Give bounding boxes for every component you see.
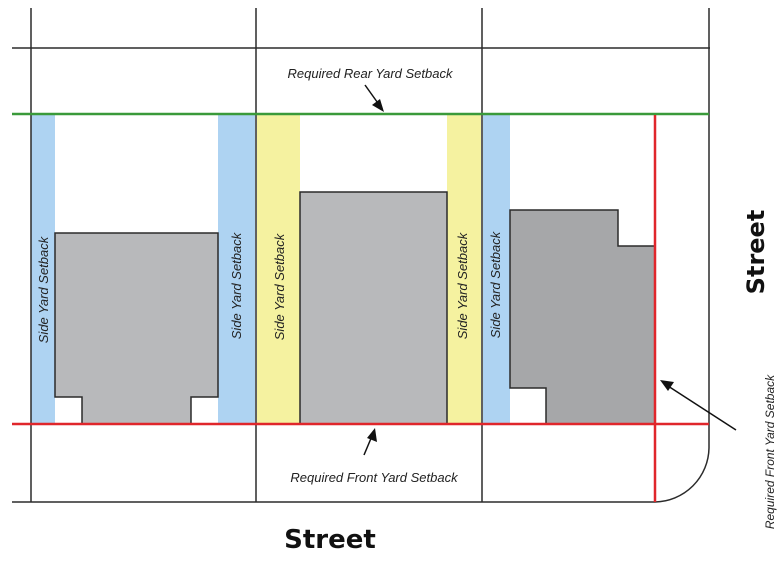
lot-lines: [12, 8, 710, 503]
building-lot2: [299, 191, 448, 425]
side-setback-label-3: Side Yard Setback: [272, 232, 287, 340]
street-label-right: Street: [742, 210, 770, 295]
building-lot1: [54, 232, 219, 425]
front-setback-arrow: [363, 428, 377, 456]
side-setback-label-4: Side Yard Setback: [455, 231, 470, 339]
corner-front-setback-label: Required Front Yard Setback: [763, 374, 777, 529]
corner-setback-arrow: [660, 380, 737, 431]
street-label-bottom: Street: [284, 525, 376, 555]
rear-setback-arrow: [364, 84, 384, 112]
front-setback-label: Required Front Yard Setback: [290, 470, 459, 485]
side-setback-strip-lot1-right: [218, 115, 255, 424]
side-setback-strip-lot1-left: [31, 115, 55, 424]
side-setback-label-5: Side Yard Setback: [488, 230, 503, 338]
side-setback-strip-lot2-right: [447, 115, 481, 424]
rear-setback-label: Required Rear Yard Setback: [287, 66, 454, 81]
side-setback-strip-lot2-left: [257, 115, 300, 424]
side-setback-strip-lot3-left: [483, 115, 510, 424]
building-lot3: [509, 209, 656, 425]
side-setback-label-2: Side Yard Setback: [229, 231, 244, 339]
side-setback-label-1: Side Yard Setback: [36, 235, 51, 343]
